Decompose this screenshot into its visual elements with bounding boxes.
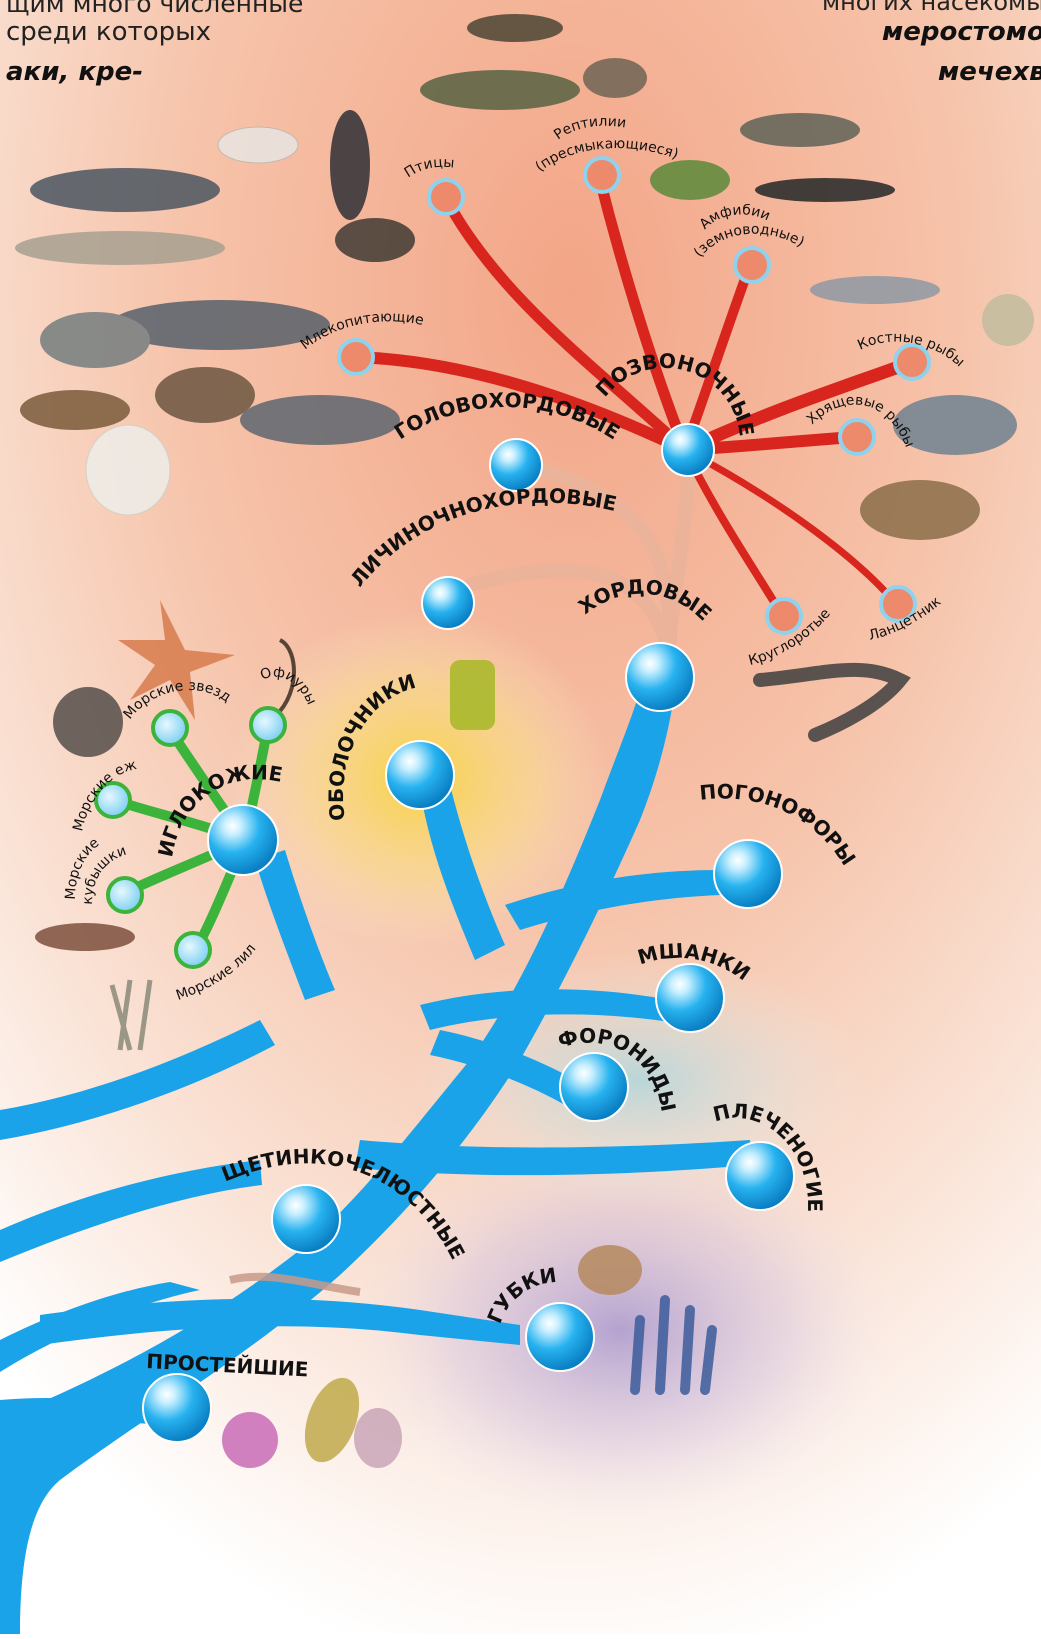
pufferfish-illustration <box>982 294 1034 346</box>
node-phoronida[interactable] <box>560 1053 628 1121</box>
platypus-illustration <box>20 390 130 430</box>
turtle-illustration <box>467 14 563 42</box>
sea-cucumber-illustration <box>35 923 135 951</box>
dolphin-illustration <box>30 168 220 212</box>
narwhal-illustration <box>15 231 225 265</box>
node-sponges[interactable] <box>526 1303 594 1371</box>
herring-illustration <box>810 276 940 304</box>
node-tunicates[interactable] <box>386 741 454 809</box>
page-text-right-1: многих насекомых <box>822 0 1041 16</box>
tortoise-illustration <box>583 58 647 98</box>
node-larval-chordates[interactable] <box>422 577 474 629</box>
page-text-left-2: среди которых <box>6 17 211 47</box>
polar-bear-illustration <box>86 425 170 515</box>
salamander-illustration <box>755 178 895 202</box>
node-bryozoa[interactable] <box>656 964 724 1032</box>
crocodile-illustration <box>420 70 580 110</box>
manatee-illustration <box>40 312 150 368</box>
node-cartilaginous-fish[interactable] <box>840 420 874 454</box>
page-text-right-2: мероcтомовых <box>882 17 1041 47</box>
node-mammals[interactable] <box>339 340 373 374</box>
seal-illustration <box>240 395 400 445</box>
node-chordates[interactable] <box>626 643 694 711</box>
axolotl-illustration <box>740 113 860 147</box>
page-text-right-3: мечехвос <box>938 57 1041 87</box>
node-echinoderms[interactable] <box>208 805 278 875</box>
node-chaetognatha[interactable] <box>272 1185 340 1253</box>
sponge-cup-illustration <box>578 1245 642 1295</box>
sea-urchin-illustration <box>53 687 123 757</box>
node-sea-lilies[interactable] <box>176 933 210 967</box>
gull-illustration <box>218 127 298 163</box>
node-birds[interactable] <box>429 180 463 214</box>
hippo-illustration <box>155 367 255 423</box>
node-sea-cucumbers[interactable] <box>108 878 142 912</box>
protist-illustration <box>354 1408 402 1468</box>
page-text-left-3: аки, кре- <box>6 57 143 87</box>
grebe-illustration <box>335 218 415 262</box>
cormorant-illustration <box>330 110 370 220</box>
node-cephalochordates[interactable] <box>490 439 542 491</box>
tunicate-illustration <box>450 660 495 730</box>
node-amphibians[interactable] <box>735 248 769 282</box>
radiolarian-illustration <box>222 1412 278 1468</box>
node-vertebrates[interactable] <box>662 424 714 476</box>
node-cyclostomes[interactable] <box>767 599 801 633</box>
page-text-left-1: щим много численные <box>6 0 303 18</box>
stingray-illustration <box>860 480 980 540</box>
node-starfish[interactable] <box>153 711 187 745</box>
shark-illustration <box>893 395 1017 455</box>
node-reptiles[interactable] <box>585 158 619 192</box>
node-brachiopoda[interactable] <box>726 1142 794 1210</box>
node-pogonophora[interactable] <box>714 840 782 908</box>
node-protozoa[interactable] <box>143 1374 211 1442</box>
node-brittle-stars[interactable] <box>251 708 285 742</box>
frog-illustration <box>650 160 730 200</box>
